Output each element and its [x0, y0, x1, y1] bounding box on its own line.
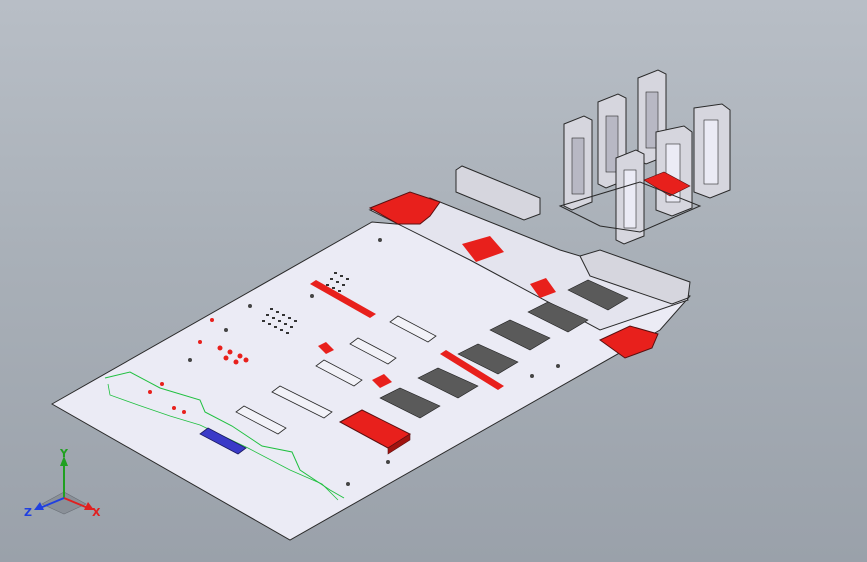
card-bracket-1[interactable]	[563, 115, 593, 211]
connector-2	[271, 385, 333, 419]
slot-3	[457, 343, 519, 375]
triad-base	[41, 491, 87, 515]
side-rail[interactable]	[579, 249, 691, 305]
card-bracket-4[interactable]	[693, 103, 731, 199]
slot-1	[379, 387, 441, 419]
z-axis-label: Z	[24, 506, 32, 519]
red-strip-2	[440, 350, 504, 390]
vent-grid-2	[326, 272, 349, 292]
red-strip-4	[530, 278, 556, 298]
card-bracket-5[interactable]	[615, 149, 645, 245]
connector-3	[315, 359, 363, 387]
red-strip-3	[462, 236, 504, 262]
blue-connector	[199, 427, 247, 455]
bracket-base	[558, 181, 702, 233]
red-tab-left[interactable]	[368, 191, 441, 225]
card-bracket-6[interactable]	[655, 125, 693, 217]
red-strip-6	[372, 374, 392, 388]
slot-4	[489, 319, 551, 351]
connector-4	[349, 337, 397, 365]
base-plate[interactable]	[50, 221, 691, 541]
y-axis-label: Y	[59, 448, 69, 460]
connector-1	[235, 405, 287, 435]
rear-bracket[interactable]	[455, 165, 541, 221]
x-axis-line	[63, 497, 89, 509]
trace-outline-2	[107, 383, 339, 501]
z-arrow-icon	[34, 502, 44, 510]
axis-triad: Y X Z	[24, 448, 101, 519]
red-strip-5	[318, 342, 334, 354]
z-axis-line	[39, 497, 65, 509]
slot-2	[417, 367, 479, 399]
components-cluster	[148, 318, 249, 414]
x-arrow-icon	[84, 502, 94, 510]
red-strip-1	[310, 280, 376, 318]
connector-5	[389, 315, 437, 343]
mounting-holes	[188, 238, 560, 486]
x-axis-label: X	[92, 506, 101, 519]
trace-outline	[104, 371, 345, 499]
vent-grid-1	[262, 308, 297, 334]
red-tab-right[interactable]	[599, 325, 659, 359]
slot-5	[527, 301, 589, 333]
y-arrow-icon	[60, 456, 68, 466]
red-module-side	[387, 433, 411, 455]
slot-6	[567, 279, 629, 311]
